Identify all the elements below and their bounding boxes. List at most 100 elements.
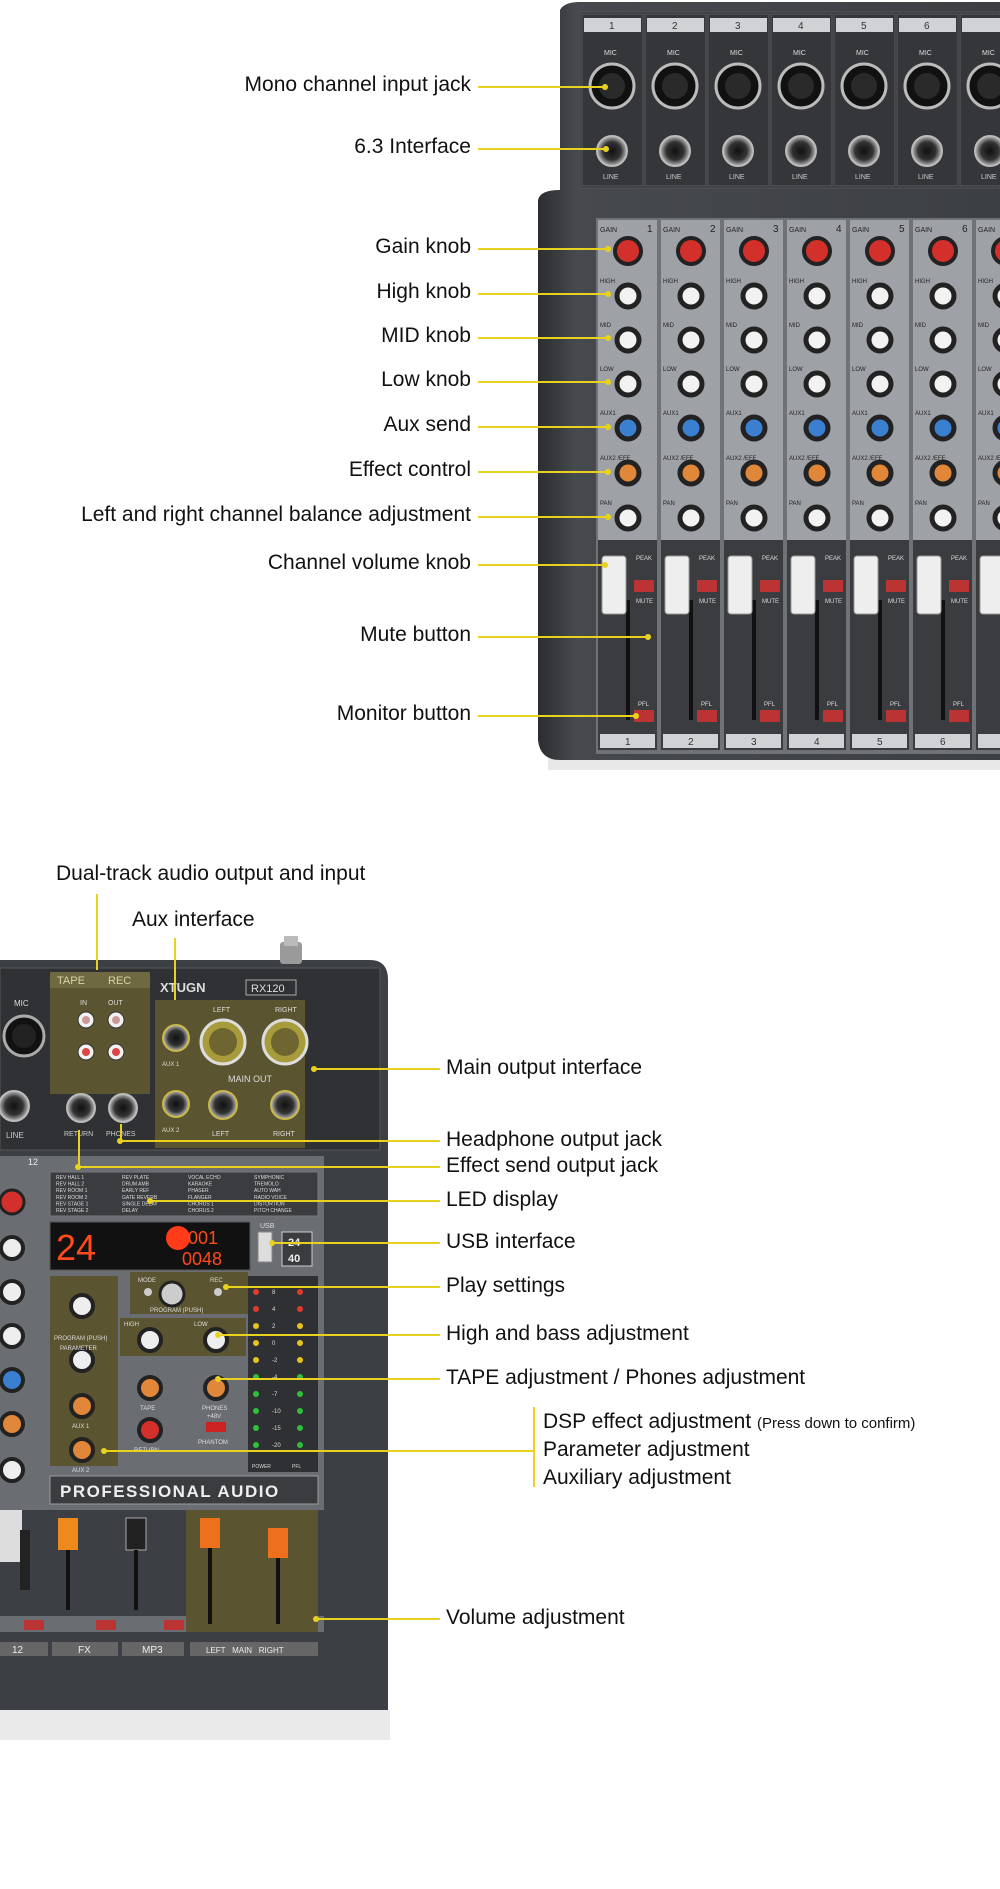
pan-knob[interactable] [740,504,768,532]
gain-knob[interactable] [865,236,895,266]
pfl-button[interactable] [823,710,843,722]
mid-knob[interactable] [866,326,894,354]
gain-knob[interactable] [802,236,832,266]
effect-preset-name: AUTO WAH [254,1188,281,1194]
effect-knob[interactable] [677,459,705,487]
mute-button[interactable] [886,580,906,592]
mute-button[interactable] [823,580,843,592]
channel-fader[interactable] [853,555,879,615]
effect-knob[interactable] [929,459,957,487]
high-knob[interactable] [929,282,957,310]
main-jack-right-label: RIGHT [273,1131,296,1138]
label-top-2: 6.3 Interface [354,135,471,158]
aux2-jack-label: AUX 2 [162,1128,180,1134]
channel-fader[interactable] [790,555,816,615]
leader-bottom-8 [218,1378,440,1380]
high-knob[interactable] [803,282,831,310]
gain-knob[interactable] [613,236,643,266]
low-knob[interactable] [803,370,831,398]
low-knob[interactable] [992,371,1000,397]
pan-knob[interactable] [677,504,705,532]
gain-knob[interactable] [991,237,1000,265]
dot-bottom-1 [311,1066,317,1072]
line-jack[interactable] [848,135,880,167]
high-knob[interactable] [614,282,642,310]
pfl-button[interactable] [949,710,969,722]
aux-send-knob[interactable] [803,414,831,442]
low-knob[interactable] [614,370,642,398]
channel-fader[interactable] [727,555,753,615]
pan-knob[interactable] [992,505,1000,531]
strip-bottom-number: 6 [940,737,946,748]
channel-fader[interactable] [664,555,690,615]
low-knob[interactable] [929,370,957,398]
label-top-8: Effect control [348,458,471,481]
aux-send-knob[interactable] [992,415,1000,441]
gain-knob[interactable] [739,236,769,266]
low-knob[interactable] [740,370,768,398]
aux-send-label: AUX1 [600,411,616,417]
mute-button[interactable] [697,580,717,592]
effect-knob[interactable] [803,459,831,487]
pfl-button[interactable] [697,710,717,722]
mid-knob[interactable] [614,326,642,354]
low-knob[interactable] [677,370,705,398]
channel-fader[interactable] [979,555,1000,615]
high-knob[interactable] [740,282,768,310]
pan-knob[interactable] [803,504,831,532]
aux-send-knob[interactable] [614,414,642,442]
pfl-button[interactable] [760,710,780,722]
line-jack[interactable] [722,135,754,167]
mid-knob[interactable] [992,327,1000,353]
low-knob[interactable] [866,370,894,398]
pan-knob[interactable] [866,504,894,532]
mute-label: MUTE [699,599,716,605]
effect-knob[interactable] [740,459,768,487]
line-jack[interactable] [596,135,628,167]
aux-send-knob[interactable] [677,414,705,442]
gain-knob[interactable] [928,236,958,266]
high-knob[interactable] [866,282,894,310]
mic-label: MIC [982,50,995,57]
channel-fader[interactable] [916,555,942,615]
led-top-digits: 001 [188,1228,218,1248]
aux-send-knob[interactable] [740,414,768,442]
label-top-7: Aux send [383,413,471,436]
high-knob[interactable] [677,282,705,310]
high-knob[interactable] [992,283,1000,309]
line-jack[interactable] [659,135,691,167]
mid-knob[interactable] [803,326,831,354]
label-top-3: Gain knob [375,235,471,258]
effect-preset-name: DISTORTION [254,1201,285,1207]
pan-label: PAN [852,501,864,507]
meter-led [253,1425,259,1431]
dot-top-6 [605,379,611,385]
channel-fader[interactable] [601,555,627,615]
effect-knob[interactable] [866,459,894,487]
aux-send-knob[interactable] [866,414,894,442]
pan-knob[interactable] [614,504,642,532]
line-jack[interactable] [785,135,817,167]
mute-button[interactable] [634,580,654,592]
pfl-button[interactable] [886,710,906,722]
mute-button[interactable] [760,580,780,592]
mid-knob[interactable] [740,326,768,354]
line-jack[interactable] [911,135,943,167]
mid-knob[interactable] [677,326,705,354]
high-label: HIGH [663,279,678,285]
xlr-inner [599,73,625,99]
mute-button[interactable] [949,580,969,592]
effect-preset-name: KARAOKE [188,1182,213,1188]
gain-knob[interactable] [676,236,706,266]
meter-scale-label: 0 [272,1341,276,1347]
label-parameter-adjustment: Parameter adjustment [543,1438,750,1461]
line-jack[interactable] [974,135,1000,167]
effect-knob[interactable] [992,460,1000,486]
strip-bottom-number-box [600,734,655,748]
pfl-button[interactable] [634,710,654,722]
strip-bottom-number-box [663,734,718,748]
effect-knob[interactable] [614,459,642,487]
aux-send-knob[interactable] [929,414,957,442]
pan-knob[interactable] [929,504,957,532]
mid-knob[interactable] [929,326,957,354]
